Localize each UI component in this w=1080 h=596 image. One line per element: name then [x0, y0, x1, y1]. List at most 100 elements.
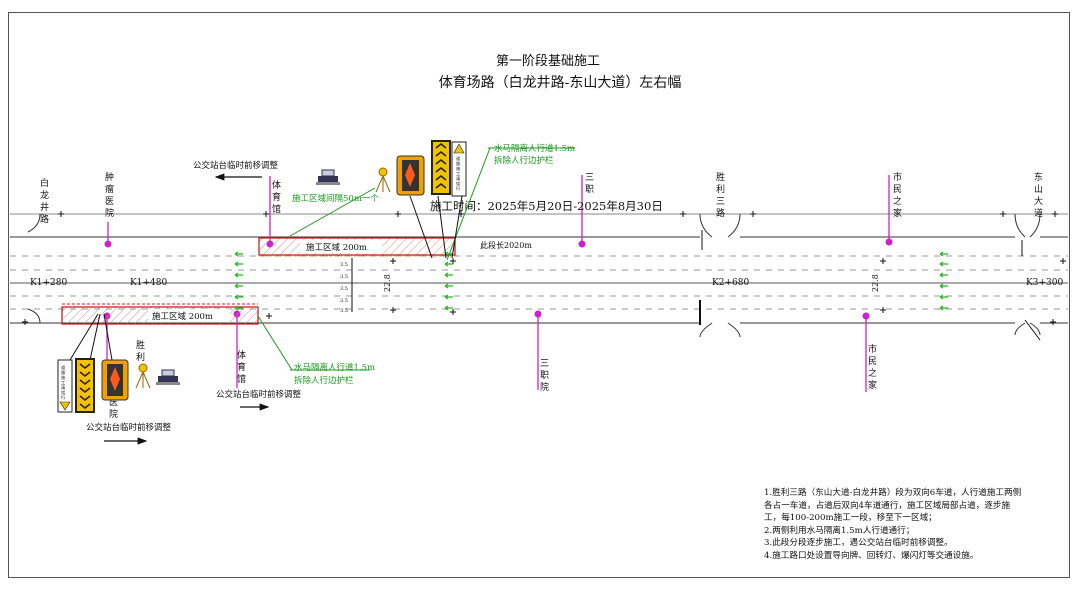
svg-text:施工区域间隔50m一个: 施工区域间隔50m一个	[292, 193, 379, 204]
svg-text:市: 市	[868, 343, 877, 355]
svg-text:三: 三	[585, 173, 594, 183]
svg-text:路: 路	[61, 369, 66, 376]
road-work-sign-icon: 道 路 施 工 请 绕 行	[451, 141, 467, 197]
lane-arrow-icon	[234, 272, 243, 278]
svg-text:利: 利	[716, 183, 725, 195]
station-k1-280: K1+280	[30, 278, 67, 288]
svg-text:施: 施	[456, 165, 461, 172]
lane-dimensions: 3.5 3.5 3.5 3.5 3.5 22.8 22.8	[340, 258, 880, 314]
svg-text:育: 育	[237, 361, 246, 373]
lane-arrow-icon	[234, 294, 243, 300]
svg-text:民: 民	[868, 356, 877, 367]
svg-text:家: 家	[868, 379, 877, 391]
svg-text:公交站台临时前移调整: 公交站台临时前移调整	[216, 389, 302, 400]
road-shengli-san: 胜 利 三 路	[716, 172, 725, 219]
svg-text:路: 路	[40, 213, 49, 225]
lane-arrow-icon	[444, 283, 453, 289]
lane-arrow-icon	[234, 251, 243, 257]
svg-text:肿: 肿	[105, 171, 114, 183]
road-bailongjing: 白 龙 井 路	[40, 177, 49, 225]
svg-text:施工区域 200m: 施工区域 200m	[152, 311, 213, 322]
drawing-frame	[8, 12, 1070, 578]
svg-text:路: 路	[456, 160, 461, 167]
bus-note-top: 公交站台临时前移调整	[193, 160, 279, 181]
svg-text:3.5: 3.5	[340, 298, 348, 304]
schedule-text: 施工时间：2025年5月20日-2025年8月30日	[430, 199, 663, 213]
svg-text:馆: 馆	[237, 373, 246, 385]
upper-signs: 道 路 施 工 请 绕 行	[316, 140, 467, 259]
construction-notes: 1.胜利三路（东山大道-白龙井路）段为双向6车道，人行道施工两侧各占一车道，占道…	[764, 487, 1024, 562]
svg-text:体: 体	[272, 179, 281, 191]
work-zone-lower: 施工区域 200m	[61, 303, 259, 325]
poi-shengli-bottom: 胜 利	[136, 340, 145, 363]
svg-text:工: 工	[456, 171, 460, 176]
annotation-lower: 水马隔离人行道1.5m 拆除人行边护栏	[257, 315, 375, 386]
lower-signs: 道 路 施 工 请 绕 行	[57, 313, 180, 413]
note-4: 4.施工路口处设置导向牌、回转灯、爆闪灯等交通设施。	[764, 550, 979, 561]
road-dongshan: 东 山 大 道	[1034, 171, 1043, 219]
svg-text:馆: 馆	[272, 203, 281, 215]
road-work-sign-icon: 道 路 施 工 请 绕 行	[57, 359, 73, 413]
lane-arrow-icon	[444, 294, 453, 300]
lane-arrow-icon	[939, 283, 948, 289]
svg-text:瘤: 瘤	[105, 183, 114, 195]
svg-text:3.5: 3.5	[340, 262, 348, 268]
lane-arrow-icon	[444, 272, 453, 278]
svg-text:井: 井	[40, 201, 49, 213]
svg-text:三: 三	[540, 359, 549, 369]
svg-text:三: 三	[716, 197, 725, 207]
svg-text:利: 利	[136, 351, 145, 363]
svg-text:山: 山	[1034, 184, 1043, 195]
lane-arrow-icon	[444, 305, 453, 311]
svg-text:龙: 龙	[40, 189, 49, 201]
poi-sanzhi-bottom: 三 职 院	[534, 310, 549, 393]
svg-text:3.5: 3.5	[340, 274, 348, 280]
svg-text:道: 道	[61, 364, 66, 371]
poi-tumor-hospital: 肿 瘤 医 院	[104, 171, 114, 248]
svg-text:绕: 绕	[456, 180, 460, 187]
svg-text:22.8: 22.8	[871, 274, 880, 292]
rotating-light-icon	[135, 363, 151, 389]
lane-arrow-icon	[234, 283, 243, 289]
annotation-interval: 施工区域间隔50m一个	[289, 187, 379, 237]
svg-text:大: 大	[1034, 195, 1043, 207]
svg-text:3.5: 3.5	[340, 308, 348, 314]
svg-text:市: 市	[893, 171, 902, 183]
arrow-board-icon	[101, 359, 129, 401]
svg-text:胜: 胜	[136, 340, 145, 351]
chevron-sign-icon	[431, 140, 451, 195]
lane-arrow-icon	[939, 305, 948, 311]
svg-text:职: 职	[540, 370, 549, 381]
svg-text:医: 医	[105, 196, 114, 207]
svg-text:民: 民	[893, 184, 902, 195]
station-k3-300: K3+300	[1026, 278, 1063, 288]
lane-arrow-icon	[939, 294, 948, 300]
station-k1-480: K1+480	[130, 278, 167, 288]
svg-text:育: 育	[272, 191, 281, 203]
section-length: 此段长2020m	[480, 240, 532, 250]
lane-arrow-icon	[939, 251, 948, 257]
note-1: 1.胜利三路（东山大道-白龙井路）段为双向6车道，人行道施工两侧各占一车道，占道…	[764, 488, 1022, 523]
svg-text:职: 职	[585, 184, 594, 195]
svg-text:施工区域 200m: 施工区域 200m	[306, 242, 367, 253]
svg-text:行: 行	[61, 394, 65, 401]
poi-shimin-bottom: 市 民 之 家	[862, 312, 877, 392]
svg-text:之: 之	[893, 195, 902, 207]
annotation-upper: 水马隔离人行道1.5m 拆除人行边护栏	[446, 143, 575, 261]
svg-text:东: 东	[1034, 171, 1043, 183]
svg-text:3.5: 3.5	[340, 286, 348, 292]
title-line-1: 第一阶段基础施工	[496, 54, 600, 69]
svg-text:拆除人行边护栏: 拆除人行边护栏	[294, 375, 354, 386]
svg-text:白: 白	[40, 177, 49, 189]
lane-arrow-icon	[939, 272, 948, 278]
arrow-board-icon	[396, 155, 425, 196]
svg-text:院: 院	[540, 381, 549, 393]
svg-text:院: 院	[105, 207, 114, 219]
warning-light-bar-icon	[156, 369, 180, 385]
lane-arrow-icon	[939, 261, 948, 267]
svg-text:施: 施	[61, 374, 66, 381]
svg-text:医: 医	[109, 397, 118, 408]
svg-text:请: 请	[61, 384, 65, 391]
svg-text:路: 路	[716, 207, 725, 219]
